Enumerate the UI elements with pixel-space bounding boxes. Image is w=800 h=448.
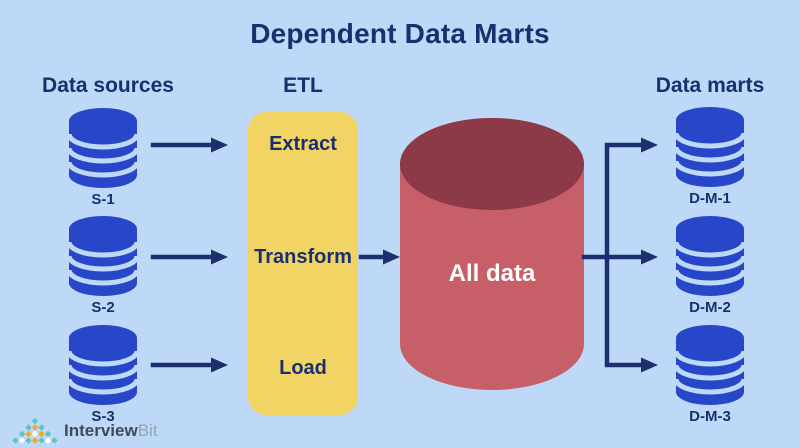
data-source-s3: S-3 [67, 325, 139, 425]
database-icon [67, 108, 139, 188]
data-mart-dm1: D-M-1 [674, 107, 746, 207]
interviewbit-logo-icon [12, 417, 58, 444]
brand-secondary: Bit [137, 421, 158, 440]
data-mart-label: D-M-2 [689, 299, 731, 316]
brand-primary: Interview [64, 421, 138, 440]
database-icon [67, 325, 139, 405]
arrowhead [641, 137, 658, 153]
arrowhead [211, 249, 228, 265]
data-mart-label: D-M-3 [689, 408, 731, 425]
data-sources-heading: Data sources [42, 74, 174, 97]
warehouse-label: All data [448, 260, 536, 287]
warehouse-cylinder: All data [400, 118, 584, 390]
arrowhead [211, 357, 228, 373]
database-icon [674, 216, 746, 296]
arrowhead [383, 249, 400, 265]
data-marts-heading: Data marts [655, 74, 765, 97]
interviewbit-logo-text: InterviewBit [64, 417, 158, 445]
data-source-label: S-1 [91, 191, 115, 208]
arrowhead [211, 137, 228, 153]
arrow-warehouse-to-marts [581, 142, 645, 368]
data-source-s2: S-2 [67, 216, 139, 316]
interviewbit-logo: InterviewBit [12, 417, 158, 445]
etl-step-extract: Extract [269, 133, 337, 155]
data-mart-label: D-M-1 [689, 190, 731, 207]
database-icon [674, 325, 746, 405]
arrowhead [641, 357, 658, 373]
database-icon [67, 216, 139, 296]
database-icon [674, 107, 746, 187]
etl-step-transform: Transform [254, 246, 352, 268]
etl-box: Extract Transform Load [248, 112, 358, 415]
data-mart-dm2: D-M-2 [674, 216, 746, 316]
etl-step-load: Load [279, 357, 327, 379]
cylinder-icon [400, 118, 584, 390]
data-mart-dm3: D-M-3 [674, 325, 746, 425]
etl-heading: ETL [283, 74, 323, 97]
diagram-title: Dependent Data Marts [250, 18, 550, 49]
data-source-s1: S-1 [67, 108, 139, 208]
arrowhead [641, 249, 658, 265]
data-source-label: S-3 [91, 408, 115, 425]
data-source-label: S-2 [91, 299, 115, 316]
